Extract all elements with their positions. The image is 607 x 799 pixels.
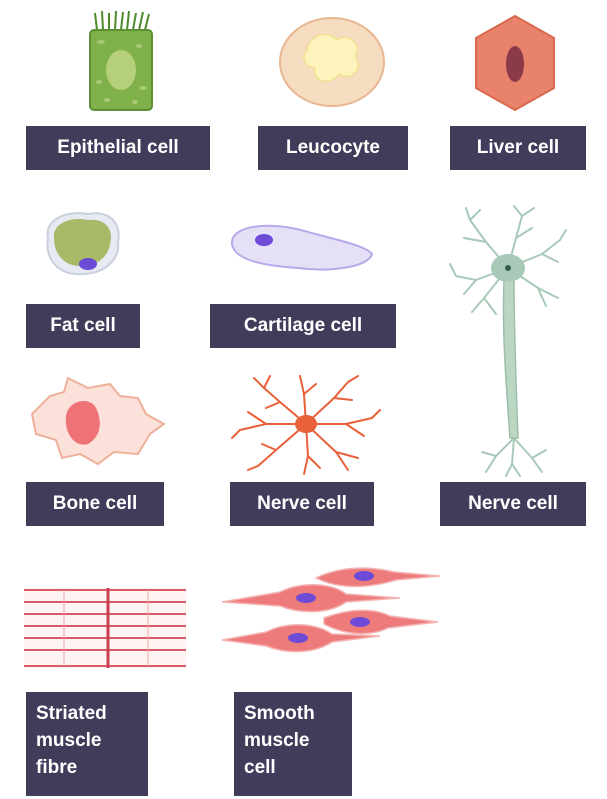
cartilage-cell-icon — [228, 216, 376, 274]
label-fat-cell: Fat cell — [26, 304, 140, 348]
smooth-muscle-cell-icon — [220, 562, 442, 666]
leucocyte-icon — [277, 16, 387, 108]
nerve-cell-icon — [230, 372, 382, 476]
label-liver-cell: Liver cell — [450, 126, 586, 170]
label-cartilage-cell: Cartilage cell — [210, 304, 396, 348]
striated-muscle-fibre-icon — [24, 586, 186, 670]
liver-cell-icon — [472, 14, 558, 112]
bone-cell-icon — [28, 374, 166, 466]
epithelial-cell-icon — [85, 8, 160, 113]
fat-cell-icon — [40, 208, 124, 278]
label-leucocyte: Leucocyte — [258, 126, 408, 170]
label-bone-cell: Bone cell — [26, 482, 164, 526]
label-nerve-cell-small: Nerve cell — [230, 482, 374, 526]
label-epithelial-cell: Epithelial cell — [26, 126, 210, 170]
label-striated-muscle-fibre: Striated muscle fibre — [26, 692, 148, 796]
label-nerve-cell-long: Nerve cell — [440, 482, 586, 526]
label-smooth-muscle-cell: Smooth muscle cell — [234, 692, 352, 796]
long-nerve-cell-icon — [446, 202, 570, 480]
